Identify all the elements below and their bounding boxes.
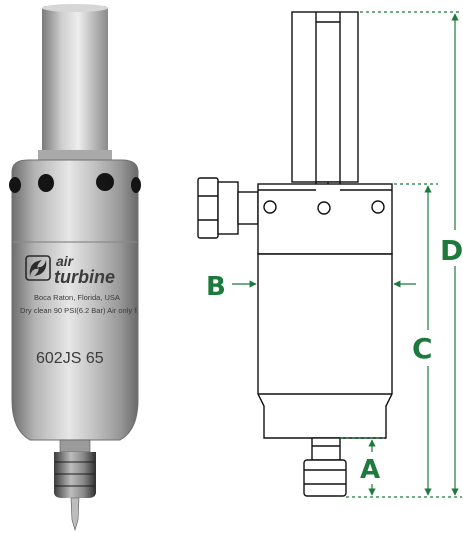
engraving-location: Boca Raton, Florida, USA: [34, 293, 120, 302]
drawing-collet-nut: [303, 459, 347, 497]
engraving-instructions: Dry clean 90 PSI(6.2 Bar) Air only filte…: [20, 306, 161, 315]
dimension-label-c: C: [412, 332, 433, 365]
spindle-shaft: [42, 6, 108, 156]
cutting-tool-bit: [70, 497, 80, 532]
drawing-hole-left: [263, 200, 277, 214]
shaft-neck: [38, 150, 112, 162]
drawing-hole-right: [371, 200, 385, 214]
turbine-body: [11, 159, 139, 441]
dimension-label-a: A: [360, 455, 380, 485]
product-photo: air turbine Boca Raton, Florida, USA Dry…: [9, 4, 161, 532]
drawing-lower-body: [257, 253, 393, 439]
drawing-collet-stem: [311, 437, 341, 461]
drawing-air-fitting-nut: [197, 177, 219, 239]
exhaust-holes: [9, 173, 141, 193]
logo-text-turbine: turbine: [54, 267, 115, 287]
shaft-top-end: [42, 4, 108, 12]
swirl-logo-icon: [25, 255, 51, 281]
collet-grooves: [55, 461, 95, 487]
drawing-hole-center: [317, 201, 331, 215]
logo-text-air: air: [56, 253, 75, 269]
outline-drawing: [197, 11, 393, 497]
dimension-label-b: B: [206, 272, 226, 302]
model-number: 602JS 65: [36, 350, 104, 367]
drawing-shaft: [291, 11, 359, 183]
drawing-upper-body: [257, 183, 393, 255]
dimension-label-d: D: [440, 234, 463, 267]
